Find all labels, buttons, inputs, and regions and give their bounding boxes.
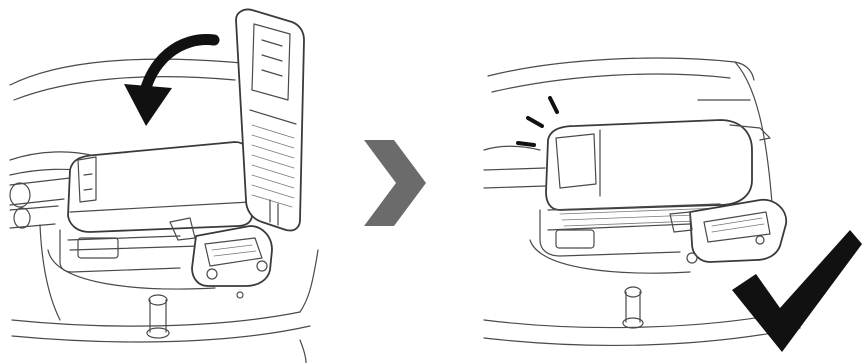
- mounting-bolt: [147, 295, 169, 338]
- latch-clip: [170, 218, 272, 298]
- panel-before: [10, 9, 318, 363]
- curved-arrow-icon: [124, 40, 214, 126]
- battery-module: [68, 142, 252, 232]
- raised-cover: [236, 9, 304, 230]
- base-tray: [530, 210, 690, 273]
- mounting-bolt: [623, 287, 643, 328]
- panel-after: [484, 58, 862, 352]
- chevron-right-icon: [364, 140, 426, 226]
- side-handle: [10, 178, 70, 228]
